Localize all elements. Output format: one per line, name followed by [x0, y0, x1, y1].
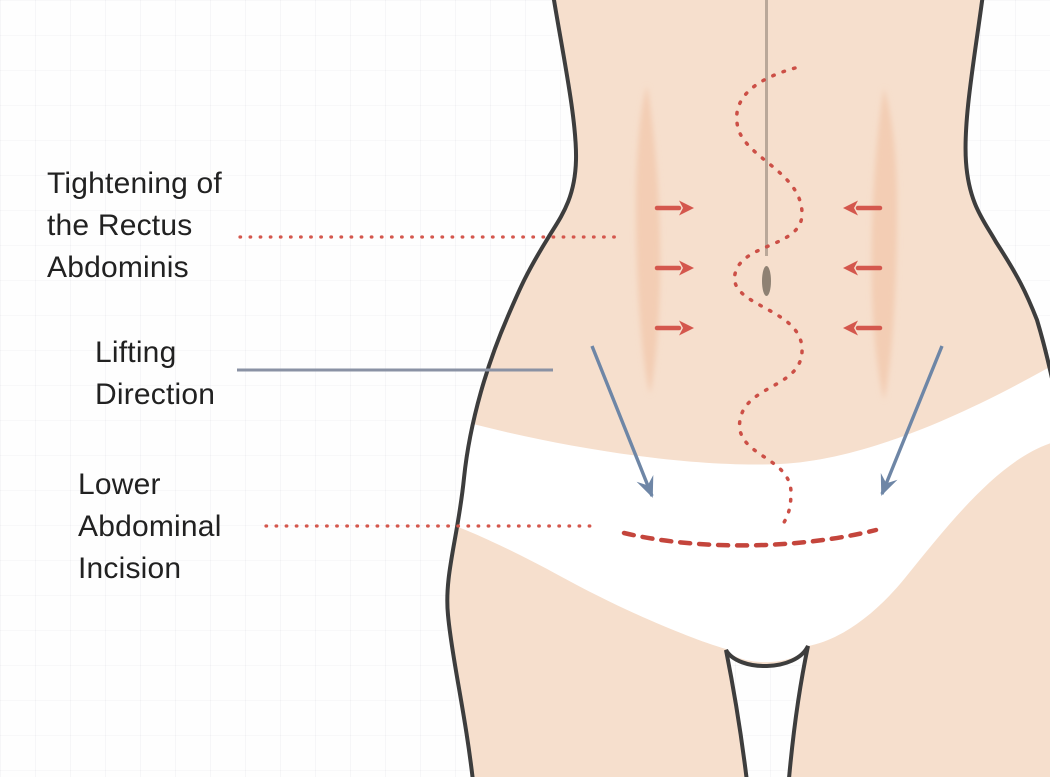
label-line: Incision [78, 552, 182, 585]
tighten-arrow-left-2 [654, 260, 694, 276]
rectus-muscle-right [871, 88, 898, 400]
tighten-arrow-right-2 [843, 260, 883, 276]
label-line: Abdominal [78, 510, 222, 543]
tighten-arrow-left-1 [654, 200, 694, 216]
tighten-arrow-right-3 [843, 320, 883, 336]
label-line: Lifting [95, 336, 177, 369]
suture-wave-line [732, 66, 804, 526]
label-lifting-direction: Lifting Direction [95, 332, 215, 416]
label-lower-abdominal-incision: Lower Abdominal Incision [78, 464, 222, 590]
tighten-arrow-right-1 [843, 200, 883, 216]
navel-icon [762, 266, 771, 296]
tighten-arrow-left-3 [654, 320, 694, 336]
body-outline [445, 0, 1050, 777]
label-line: Direction [95, 378, 216, 411]
rectus-muscle-left [635, 86, 661, 394]
label-line: Lower [78, 468, 161, 501]
label-line: Tightening of [47, 167, 222, 200]
lifting-arrow-left [590, 345, 654, 498]
label-line: Abdominis [47, 251, 189, 284]
incision-line [621, 527, 879, 548]
label-tightening-rectus: Tightening of the Rectus Abdominis [47, 163, 222, 289]
label-line: the Rectus [47, 209, 193, 242]
lifting-arrow-right [880, 345, 944, 496]
